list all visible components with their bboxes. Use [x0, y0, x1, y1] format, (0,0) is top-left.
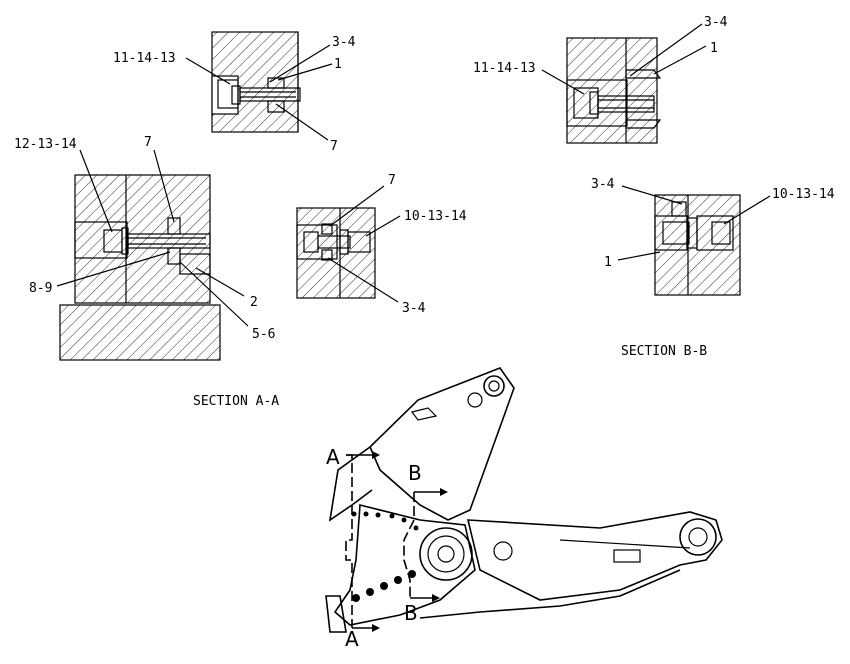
section-b-bottom-detail: [654, 194, 741, 296]
callout-label: 3-4: [402, 301, 426, 316]
callout-label: 10-13-14: [404, 209, 467, 224]
callout-label: 3-4: [591, 177, 615, 192]
callout-label: 10-13-14: [772, 187, 835, 202]
callout-label: 3-4: [332, 35, 356, 50]
view-letter-b-top: B: [408, 461, 422, 485]
callout-label: 1: [604, 255, 612, 270]
view-letter-b-bottom: B: [404, 601, 418, 625]
section-a-top-detail: [211, 31, 301, 133]
section-b-title: SECTION B-B: [621, 344, 707, 359]
callout-label: 2: [250, 295, 258, 310]
section-b-top-callouts: 3-4 1 11-14-13: [473, 15, 728, 95]
callout-label: 12-13-14: [14, 137, 77, 152]
callout-label: 1: [710, 41, 718, 56]
callout-label: 7: [144, 135, 152, 150]
callout-label: 7: [388, 173, 396, 188]
view-letter-a-top: A: [326, 445, 340, 469]
view-letter-a-bottom: A: [345, 627, 359, 651]
callout-label: 11-14-13: [113, 51, 176, 66]
section-b-top-detail: [566, 37, 662, 144]
section-cut-lines: [345, 451, 448, 632]
callout-label: 8-9: [29, 281, 52, 296]
callout-label: 5-6: [252, 327, 275, 342]
callout-label: 7: [330, 139, 338, 154]
section-a-right-detail: [296, 207, 376, 299]
section-a-top-callouts: 11-14-13 3-4 1 7: [113, 35, 356, 154]
callout-label: 1: [334, 57, 342, 72]
callout-label: 3-4: [704, 15, 728, 30]
section-a-right-callouts: 7 10-13-14 3-4: [327, 173, 467, 316]
callout-label: 11-14-13: [473, 61, 536, 76]
section-b-bottom-callouts: 3-4 10-13-14 1: [591, 177, 835, 270]
machine-overview: [325, 367, 723, 633]
section-a-title: SECTION A-A: [193, 394, 279, 409]
section-a-left-callouts: 12-13-14 7 8-9 2 5-6: [14, 135, 275, 342]
section-a-left-detail: [59, 174, 221, 361]
